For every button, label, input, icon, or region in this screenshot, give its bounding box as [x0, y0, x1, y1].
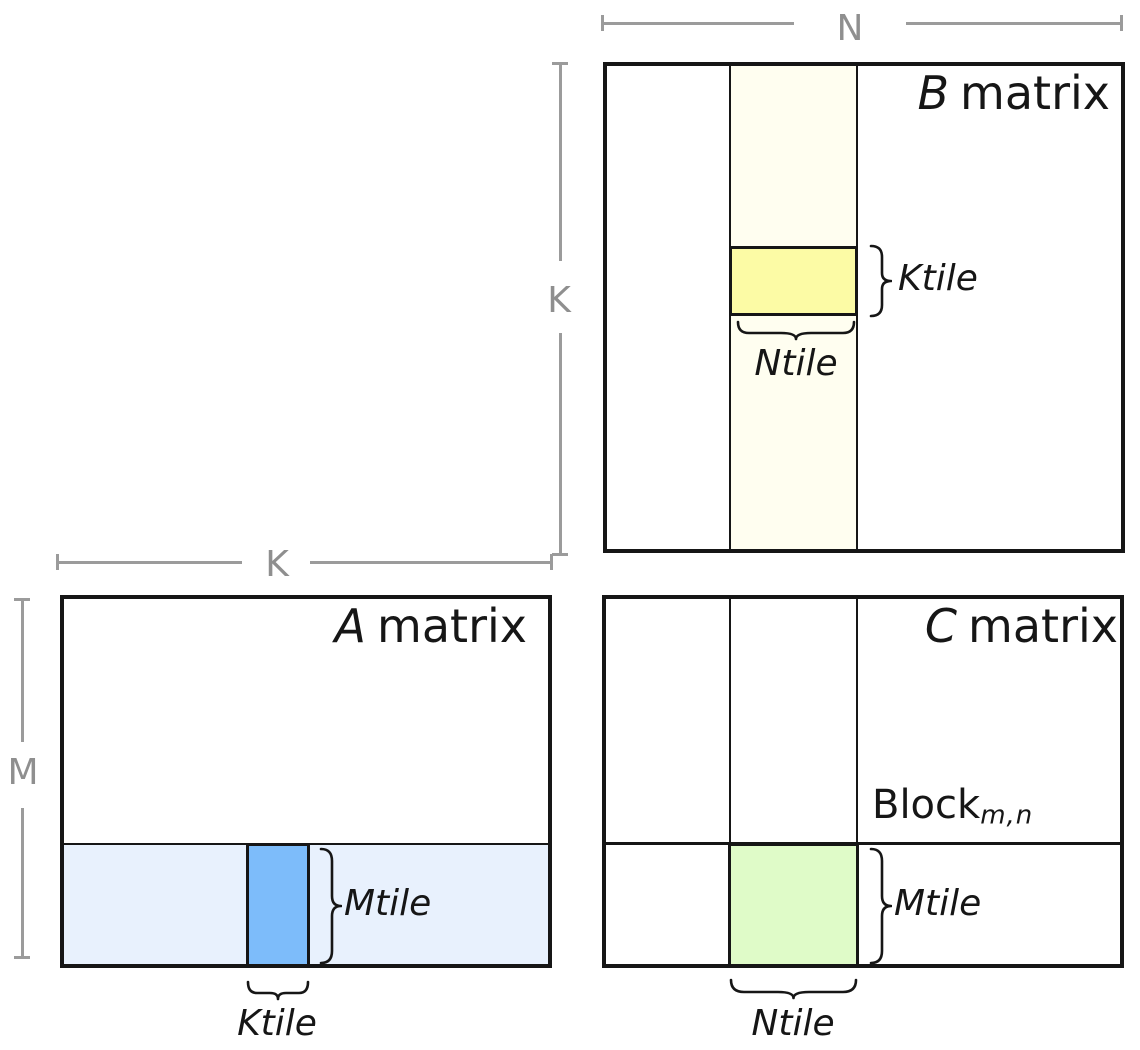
c-mtile-brace [869, 847, 892, 965]
c-ntile-brace [729, 978, 858, 1000]
a-ktile-brace [246, 980, 310, 1001]
b-matrix-letter: B [917, 66, 950, 120]
m-dimension-label: M [7, 752, 39, 793]
c-block-subscript: m,n [980, 800, 1034, 831]
k-dimension-a-right-tick [550, 554, 553, 570]
b-ntile-label: Ntile [754, 343, 838, 384]
b-matrix-word: matrix [960, 66, 1110, 120]
c-block-base: Block [872, 782, 981, 828]
b-ktile-brace [869, 244, 892, 318]
m-dimension-bottom-segment [21, 808, 24, 958]
n-dimension-right-tick [1120, 15, 1123, 31]
b-ktile-label: Ktile [898, 258, 978, 299]
k-dimension-a-label: K [265, 544, 289, 585]
a-ktile-label: Ktile [237, 1003, 317, 1044]
n-dimension-label: N [836, 8, 864, 49]
n-dimension-left-tick [601, 15, 604, 31]
c-mtile-label: Mtile [894, 883, 982, 924]
k-dimension-b-top-tick [552, 62, 568, 65]
a-matrix-mtile-ktile-tile [246, 843, 310, 968]
k-dimension-b-bottom-segment [559, 333, 562, 554]
k-dimension-a-left-segment [57, 561, 242, 564]
b-matrix-box [603, 62, 1125, 553]
b-ntile-brace [736, 320, 856, 341]
c-matrix-letter: C [924, 599, 958, 653]
m-dimension-bottom-tick [14, 956, 30, 959]
c-ntile-label: Ntile [751, 1003, 835, 1044]
k-dimension-b-bottom-tick [552, 553, 568, 556]
c-matrix-box [602, 595, 1124, 968]
a-matrix-box [60, 595, 552, 968]
c-matrix-column-divider-left [729, 595, 731, 845]
a-mtile-label: Mtile [344, 883, 432, 924]
m-dimension-top-tick [14, 598, 30, 601]
k-dimension-b-label: K [547, 280, 571, 321]
k-dimension-a-left-tick [56, 554, 59, 570]
c-matrix-column-divider-right [856, 595, 858, 845]
a-matrix-word: matrix [377, 599, 527, 653]
n-dimension-line-right-segment [906, 22, 1122, 25]
c-matrix-word: matrix [968, 599, 1118, 653]
a-matrix-letter: A [334, 599, 367, 653]
a-mtile-brace [319, 847, 342, 965]
n-dimension-line-left-segment [602, 22, 794, 25]
k-dimension-a-right-segment [310, 561, 552, 564]
c-matrix-row-divider [602, 842, 1124, 845]
k-dimension-b-top-segment [559, 63, 562, 261]
b-matrix-ktile-ntile-tile [729, 246, 858, 316]
m-dimension-top-segment [21, 599, 24, 742]
c-block-label: Blockm,n [872, 783, 1033, 830]
